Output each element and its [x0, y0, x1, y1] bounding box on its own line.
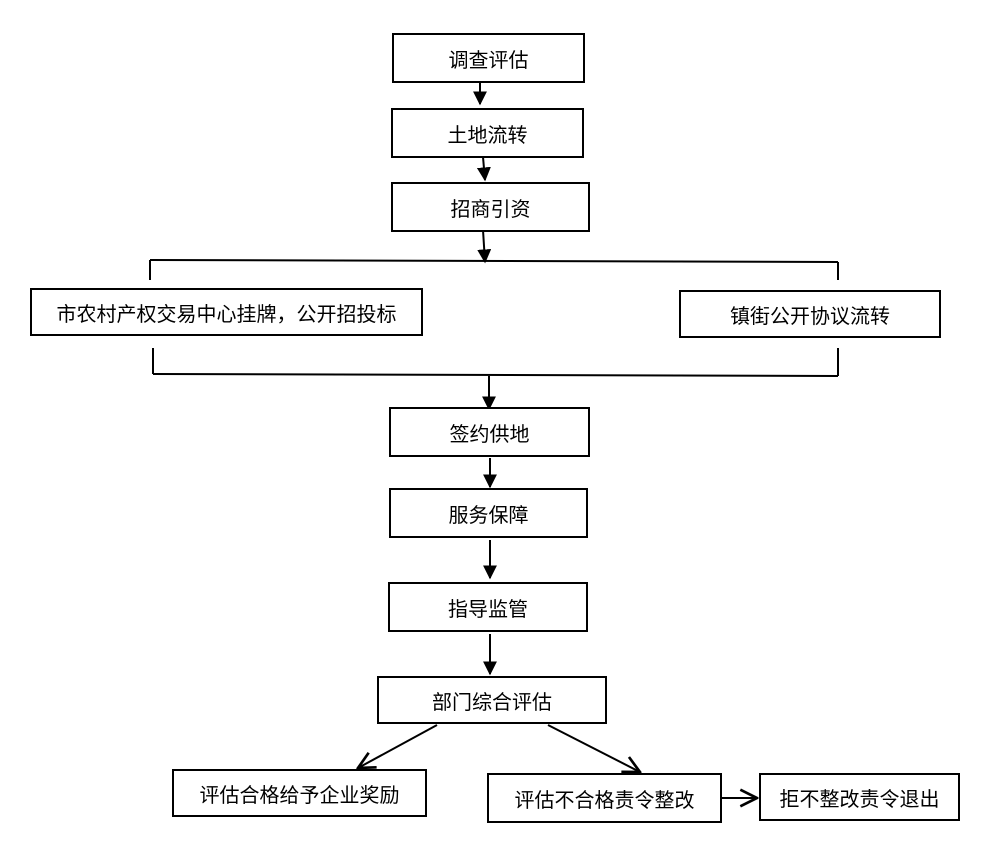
arrow-investment-to-split: [477, 229, 492, 264]
node-supervision: 指导监管: [388, 582, 588, 632]
node-land-transfer: 土地流转: [391, 108, 584, 158]
node-dept-eval: 部门综合评估: [377, 676, 607, 724]
node-survey: 调查评估: [392, 33, 585, 83]
merge-bar: [152, 373, 839, 377]
node-refuse-exit: 拒不整改责令退出: [759, 773, 960, 821]
node-town-agreement: 镇街公开协议流转: [679, 290, 941, 338]
split-bar: [149, 259, 839, 263]
node-city-listing: 市农村产权交易中心挂牌，公开招投标: [30, 288, 423, 336]
node-sign-supply: 签约供地: [389, 407, 590, 457]
node-service: 服务保障: [389, 488, 588, 538]
node-fail-rectify: 评估不合格责令整改: [487, 773, 722, 823]
arrow-eval-to-pass: [358, 724, 438, 768]
arrow-eval-to-fail: [547, 724, 640, 772]
node-pass-reward: 评估合格给予企业奖励: [172, 769, 427, 817]
node-investment: 招商引资: [391, 182, 590, 232]
arrow-land-to-investment: [476, 156, 491, 182]
